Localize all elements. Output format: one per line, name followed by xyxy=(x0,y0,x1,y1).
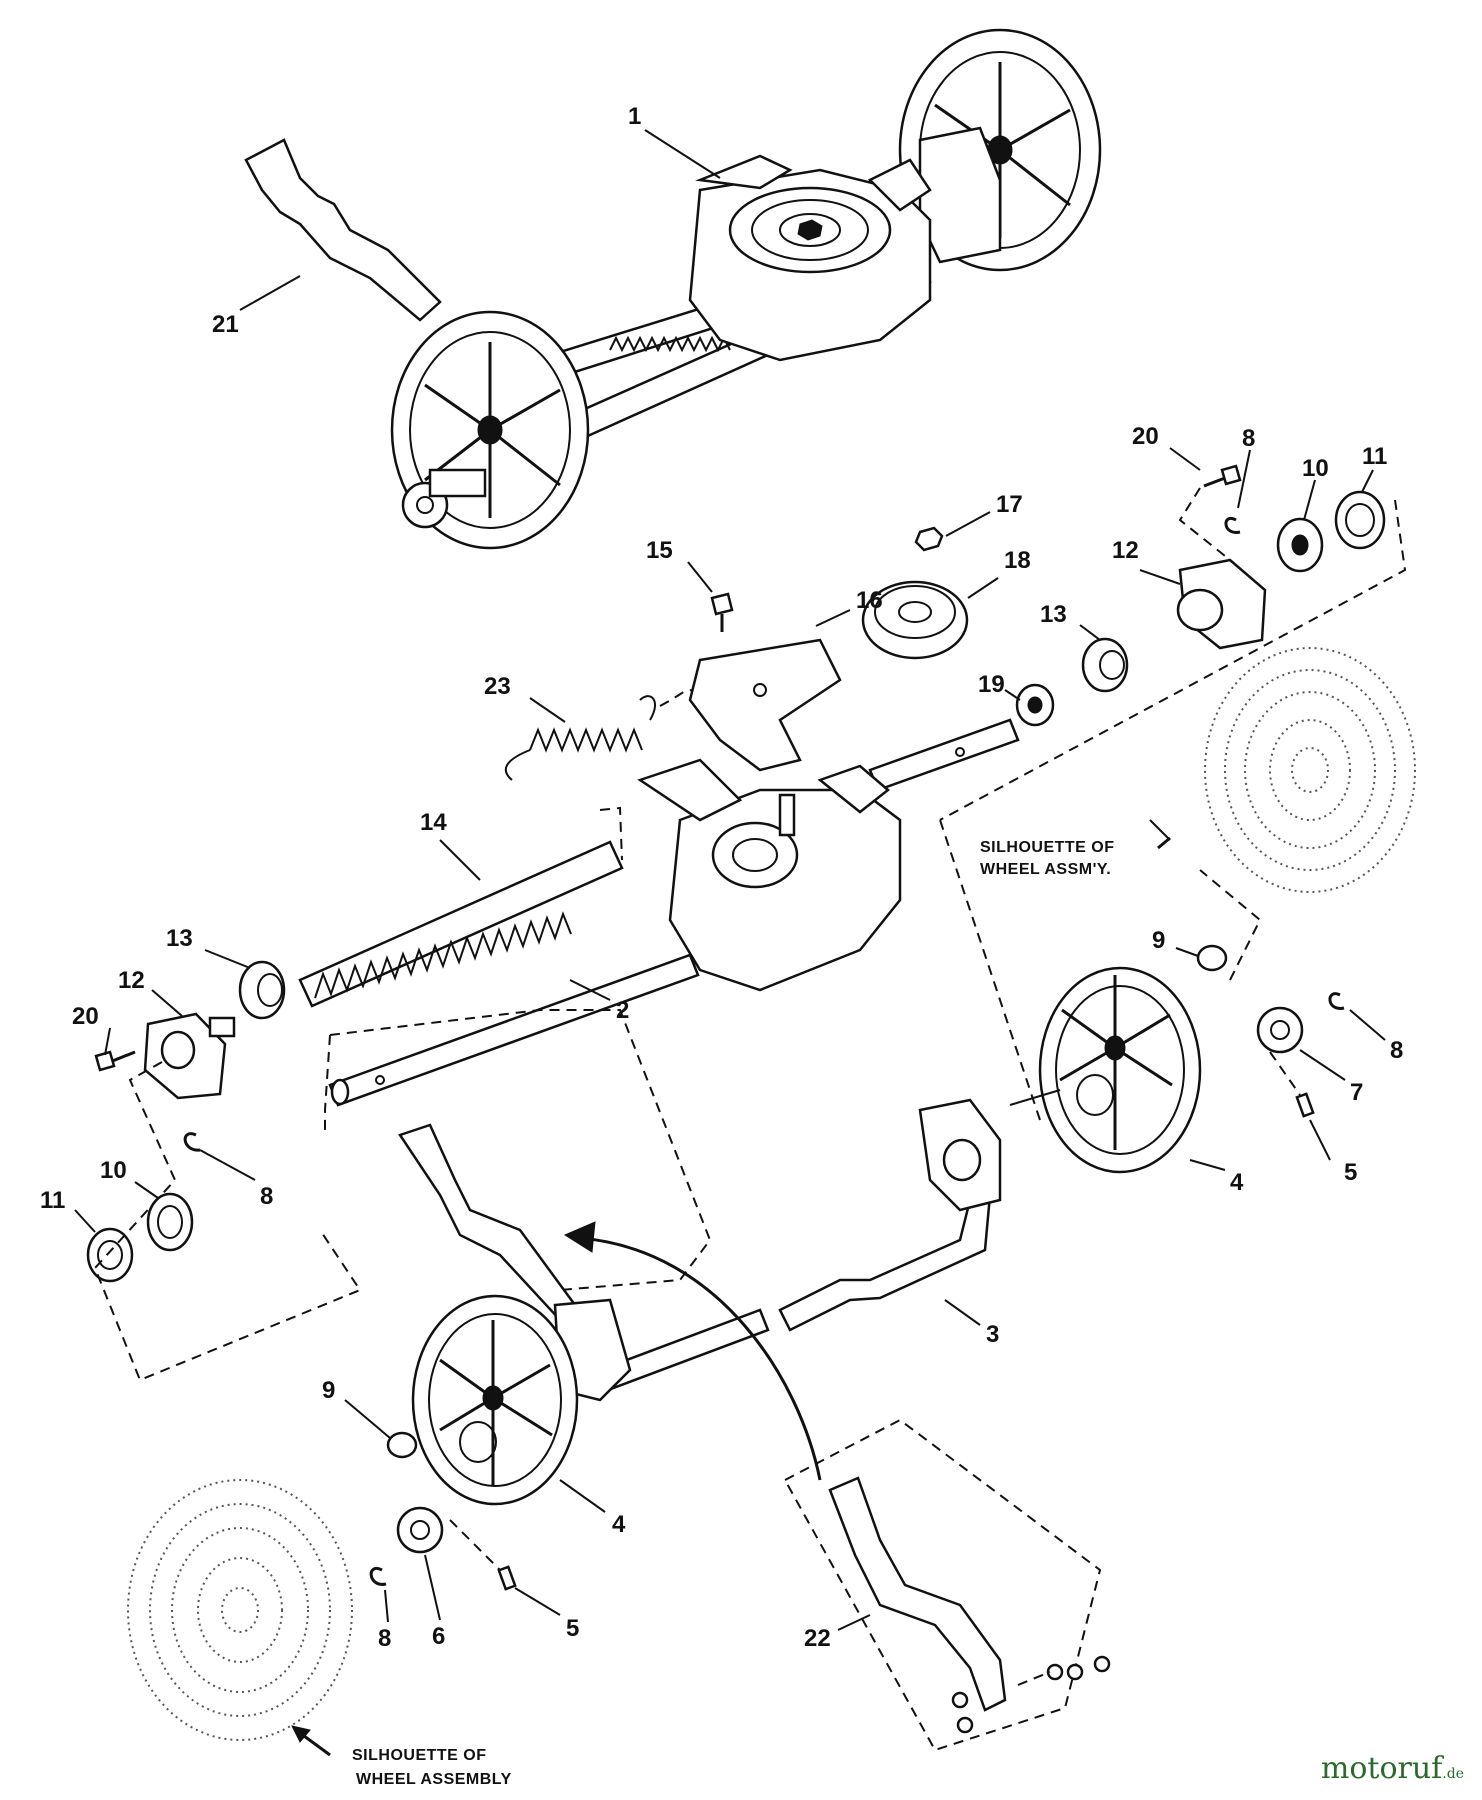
callout-20-left: 20 xyxy=(72,1003,99,1030)
callout-13-left: 13 xyxy=(166,925,193,952)
callout-9-right: 9 xyxy=(1152,927,1165,954)
callout-16: 16 xyxy=(856,587,883,614)
callout-11: 11 xyxy=(1362,443,1387,470)
callout-19: 19 xyxy=(978,671,1005,698)
callout-9-left: 9 xyxy=(322,1377,335,1404)
callout-13: 13 xyxy=(1040,601,1067,628)
watermark-name: motoruf xyxy=(1320,1751,1443,1786)
callout-6: 6 xyxy=(432,1623,445,1650)
callout-12-left: 12 xyxy=(118,967,145,994)
shift-lever-22 xyxy=(828,1476,1007,1712)
callout-7: 7 xyxy=(1350,1079,1363,1106)
callout-4-right: 4 xyxy=(1230,1169,1244,1196)
note-wheel-assy-line1: SILHOUETTE OF xyxy=(980,839,1115,856)
pulley-18 xyxy=(861,580,969,660)
callout-20: 20 xyxy=(1132,423,1159,450)
callout-10: 10 xyxy=(1302,455,1329,482)
callout-5-right: 5 xyxy=(1344,1159,1357,1186)
movement-arrow xyxy=(579,1236,822,1481)
callout-8-lower: 8 xyxy=(378,1625,391,1652)
spring-23 xyxy=(529,727,643,753)
callout-23: 23 xyxy=(484,673,511,700)
callout-1: 1 xyxy=(628,103,641,130)
callout-10-left: 10 xyxy=(100,1157,127,1184)
lower-assembly xyxy=(127,647,1416,1757)
callout-3: 3 xyxy=(986,1321,999,1348)
shift-lever-top xyxy=(244,138,442,322)
callout-8-right: 8 xyxy=(1390,1037,1403,1064)
note-wheel-assy-line2: WHEEL ASSM'Y. xyxy=(980,861,1111,878)
note-wheel-assembly-line2: WHEEL ASSEMBLY xyxy=(356,1771,512,1788)
bracket-16 xyxy=(688,638,842,772)
callout-17: 17 xyxy=(996,491,1023,518)
callout-22: 22 xyxy=(804,1625,831,1652)
silhouette-notes: SILHOUETTE OF WHEEL ASSM'Y. SILHOUETTE O… xyxy=(352,839,1115,1788)
threaded-shaft-14 xyxy=(298,840,624,1008)
callout-4-left: 4 xyxy=(612,1511,626,1538)
callout-11-left: 11 xyxy=(40,1187,65,1214)
callout-18: 18 xyxy=(1004,547,1031,574)
callout-15: 15 xyxy=(646,537,673,564)
watermark-tld: .de xyxy=(1442,1766,1464,1782)
note-wheel-assembly-line1: SILHOUETTE OF xyxy=(352,1747,487,1764)
lever-22-box xyxy=(783,1418,1102,1752)
callout-numbers: 1 21 20 8 10 11 17 15 16 18 12 13 19 23 … xyxy=(40,103,1403,1652)
callout-8: 8 xyxy=(1242,425,1255,452)
watermark-logo: motoruf.de xyxy=(1321,1751,1464,1786)
callout-12: 12 xyxy=(1112,537,1139,564)
callout-5-left: 5 xyxy=(566,1615,579,1642)
assembled-transaxle xyxy=(244,28,1102,550)
leader-lines xyxy=(74,129,1386,1631)
callout-14: 14 xyxy=(420,809,447,836)
wheel-silhouette-left xyxy=(127,1479,353,1741)
shift-lever-middle xyxy=(398,1123,577,1322)
axle-shaft-2 xyxy=(328,953,700,1107)
callout-8-left: 8 xyxy=(260,1183,273,1210)
wheel-4-right xyxy=(1038,966,1202,1174)
wheel-silhouette-right xyxy=(1204,647,1416,893)
exploded-transaxle xyxy=(86,464,1407,1382)
callout-2: 2 xyxy=(616,997,629,1024)
callout-21: 21 xyxy=(212,311,239,338)
